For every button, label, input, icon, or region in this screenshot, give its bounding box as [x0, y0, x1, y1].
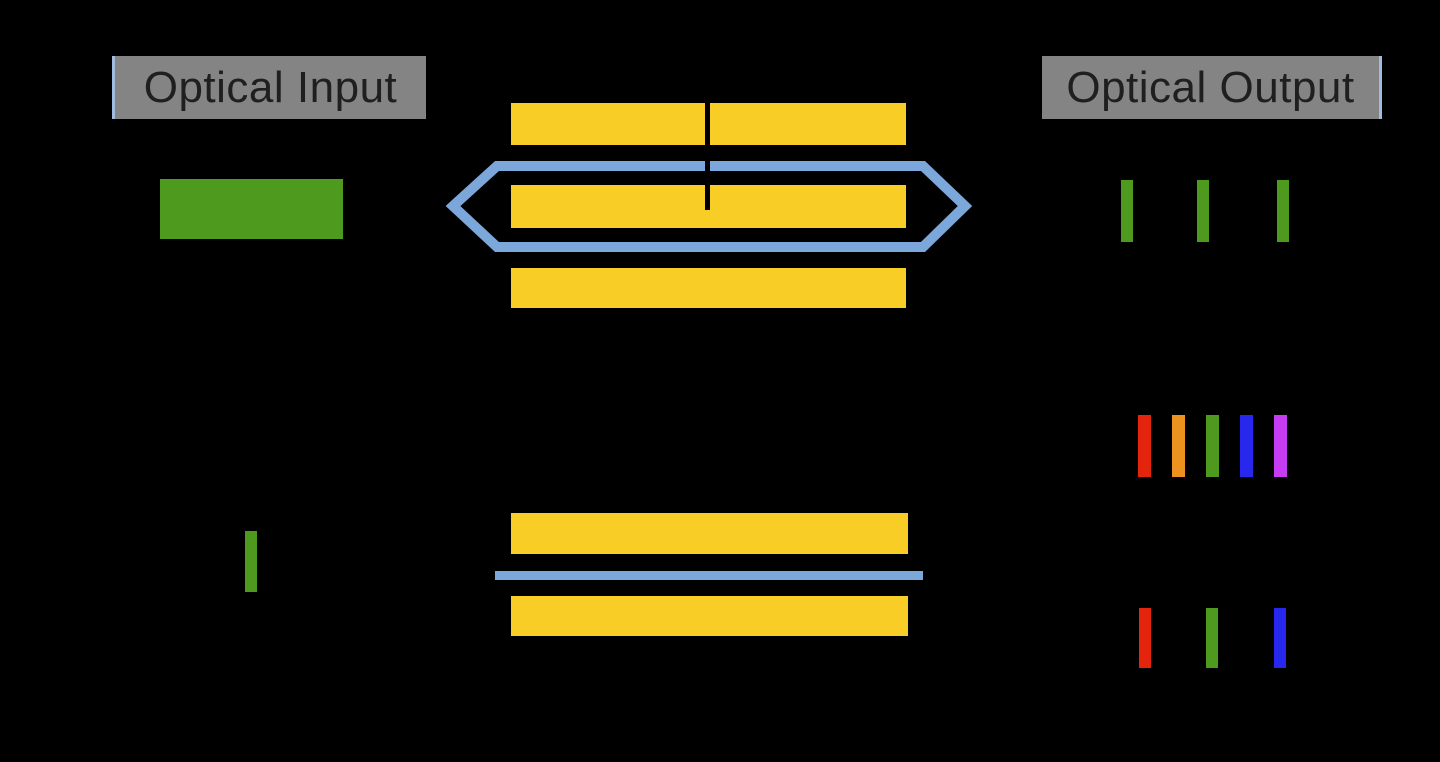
top-input-beam-rect [160, 179, 343, 239]
bottom-waveguide-bar [511, 513, 908, 554]
bottom-output-pulse-bar [1274, 608, 1286, 668]
optical-output-label: Optical Output [1042, 56, 1382, 119]
optical-input-label: Optical Input [112, 56, 426, 119]
comb-output-bar [1172, 415, 1185, 477]
comb-output-bar [1138, 415, 1151, 477]
comb-output-bar [1274, 415, 1287, 477]
bottom-coupler-line [495, 571, 923, 580]
comb-output-bar [1240, 415, 1253, 477]
bottom-input-pulse-bar [245, 531, 257, 592]
bottom-output-pulse-bar [1139, 608, 1151, 668]
bottom-waveguide-bar [511, 596, 908, 636]
top-waveguide-bar [511, 268, 906, 308]
bottom-output-pulse-bar [1206, 608, 1218, 668]
comb-output-bar [1206, 415, 1219, 477]
top-output-pulse-bar [1121, 180, 1133, 242]
top-gap-line [705, 103, 710, 210]
top-output-pulse-bar [1277, 180, 1289, 242]
top-output-pulse-bar [1197, 180, 1209, 242]
